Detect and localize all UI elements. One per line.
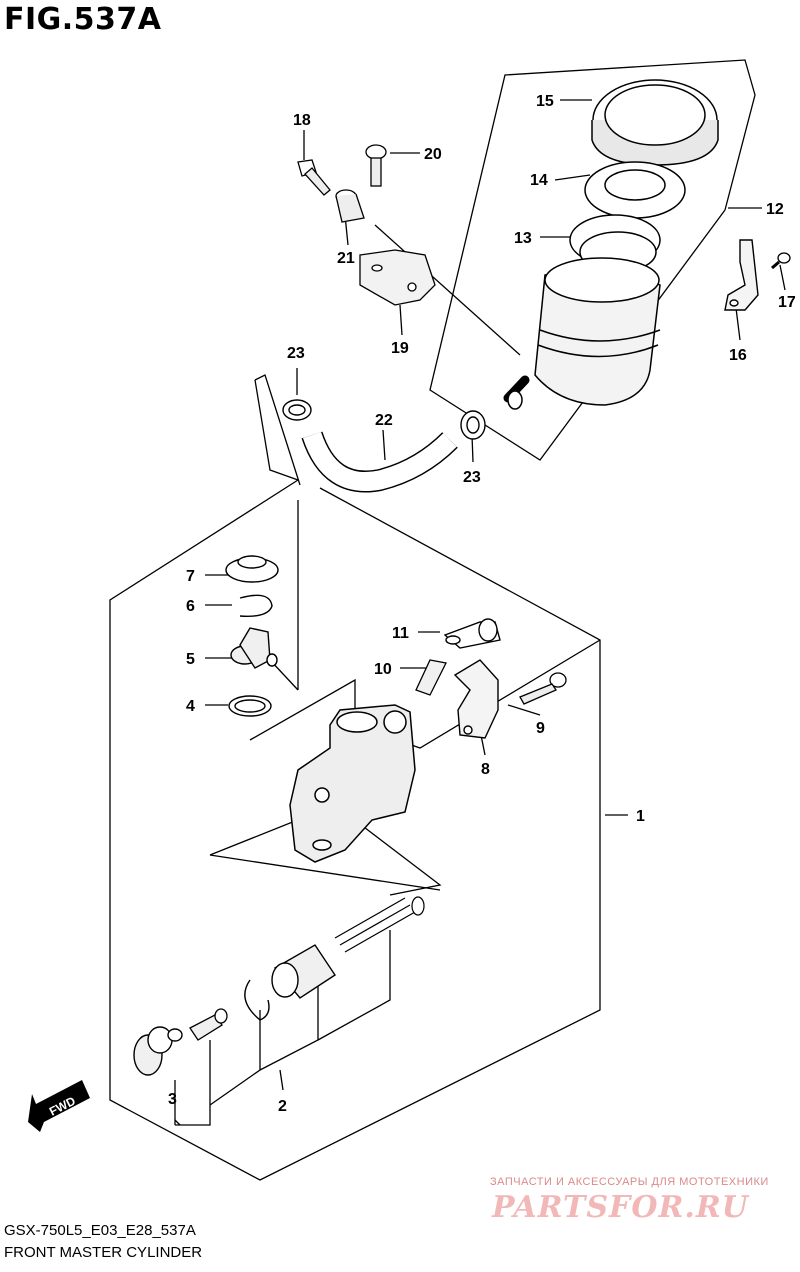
callout-13: 13: [514, 230, 532, 247]
callout-18: 18: [293, 112, 311, 129]
callout-23-right: 23: [463, 469, 481, 486]
circlip-6: [239, 594, 273, 617]
model-code: GSX-750L5_E03_E28_537A: [4, 1222, 196, 1239]
diagram-name: FRONT MASTER CYLINDER: [4, 1244, 203, 1261]
callout-14: 14: [530, 172, 548, 189]
master-cylinder-body: [289, 704, 416, 863]
callout-19: 19: [391, 340, 409, 357]
callout-23-left: 23: [287, 345, 305, 362]
callout-6: 6: [186, 598, 195, 615]
callout-1: 1: [636, 808, 645, 825]
callout-4: 4: [186, 698, 195, 715]
collar-21: [335, 189, 365, 223]
figure-title: FIG.537A: [4, 2, 162, 37]
callout-10: 10: [374, 661, 392, 678]
clamp-23-left: [282, 399, 312, 421]
bleeder-screw-10: [415, 659, 447, 696]
callout-5: 5: [186, 651, 195, 668]
boot-3: [133, 1026, 183, 1076]
pushrod: [189, 1008, 228, 1041]
callout-11: 11: [392, 625, 409, 642]
reservoir-body: [503, 257, 661, 410]
holder-8: [453, 659, 499, 739]
watermark-tagline: ЗАПЧАСТИ И АКСЕССУАРЫ ДЛЯ МОТОТЕХНИКИ: [490, 1176, 769, 1188]
callout-7: 7: [186, 568, 195, 585]
bolt-9: [519, 672, 567, 705]
callout-8: 8: [481, 761, 490, 778]
bolt-18: [297, 159, 331, 196]
holder-19: [359, 249, 436, 306]
connector-5: [230, 627, 278, 669]
bracket-screw: [771, 252, 791, 270]
piston: [271, 944, 336, 999]
cap-7: [225, 555, 279, 583]
fwd-arrow: FWD: [28, 1080, 90, 1132]
hose-22: [301, 431, 458, 493]
reservoir-cap: [591, 79, 719, 166]
reservoir-group-outline: [429, 59, 756, 461]
spring: [334, 896, 425, 953]
clamp-23-right: [460, 410, 486, 440]
bleeder-cap-11: [443, 618, 501, 649]
callout-15: 15: [536, 93, 554, 110]
callout-12: 12: [766, 201, 784, 218]
callout-21: 21: [337, 250, 355, 267]
callout-20: 20: [424, 146, 442, 163]
callout-22: 22: [375, 412, 393, 429]
callout-16: 16: [729, 347, 747, 364]
callout-9: 9: [536, 720, 545, 737]
callout-17: 17: [778, 294, 796, 311]
circlip-2: [244, 979, 270, 1021]
reservoir-plate: [584, 161, 686, 219]
bolt-20: [365, 144, 387, 187]
reservoir-bracket: [724, 239, 759, 311]
callout-3: 3: [168, 1091, 177, 1108]
o-ring-4: [228, 695, 272, 717]
watermark-brand: PARTSFOR.RU: [492, 1190, 749, 1225]
callout-2: 2: [278, 1098, 287, 1115]
